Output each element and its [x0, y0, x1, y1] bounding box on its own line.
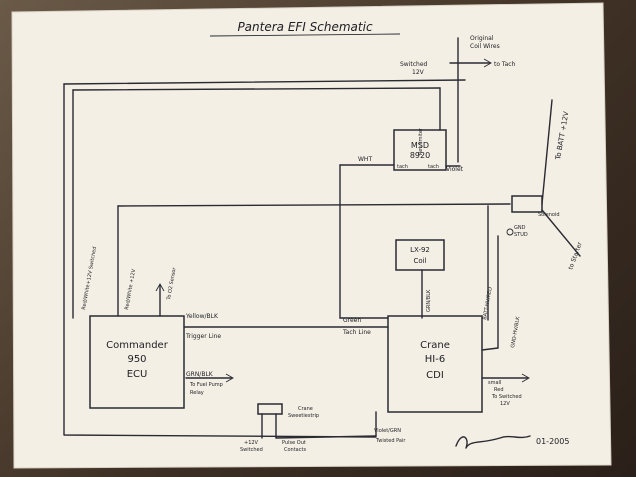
ecu-label-2: 950: [127, 354, 146, 365]
label-wht: WHT: [358, 156, 372, 163]
coil-box: [395, 239, 445, 271]
label-grn-blk-coil: GRN/BLK: [426, 289, 432, 312]
paper-sheet: [11, 2, 612, 469]
strip-label-1: Crane: [298, 406, 313, 412]
title-underline: [209, 33, 401, 37]
label-to-fuel: To Fuel Pump: [189, 382, 223, 388]
cdi-label-2: HI-6: [425, 354, 445, 365]
solenoid-label: Solenoid: [538, 212, 560, 218]
label-to-o2: To O2 Sensor: [166, 266, 178, 301]
fuel-arrow-icon: [225, 373, 234, 383]
label-trigger: Trigger Line: [185, 333, 221, 340]
gnd-stud-label: GND: [514, 225, 526, 231]
coil-label-1: LX-92: [410, 246, 430, 254]
msd-top-label: Rev limiter: [418, 127, 424, 155]
wire-gnd-hv-cdi: [481, 347, 499, 351]
cdi-box: [387, 315, 483, 413]
wire-to-batt: [541, 99, 553, 205]
label-to-tach: to Tach: [494, 61, 516, 68]
cdi-label-3: CDI: [426, 370, 444, 381]
wire-switched-12v-top: [63, 79, 466, 85]
small-red-arrow-icon: [521, 373, 530, 383]
label-switched-strip: Switched: [240, 447, 263, 453]
msd-left-label: tach: [397, 164, 408, 170]
solenoid-box: [511, 195, 543, 213]
signature-date: 01-2005: [536, 437, 569, 446]
ecu-box: [89, 315, 185, 409]
msd-label-2: 8920: [410, 151, 430, 160]
label-batt-hv: BATT-HV/RED: [482, 286, 494, 320]
tach-arrow-icon: [483, 58, 492, 68]
label-small: small: [488, 380, 501, 386]
cdi-label-1: Crane: [420, 340, 450, 351]
strip-box: [257, 403, 283, 415]
msd-label-1: MSD: [411, 141, 429, 150]
label-red: Red: [494, 387, 504, 393]
gnd-stud-icon: [506, 228, 514, 236]
msd-box: [393, 129, 447, 171]
label-tach-line: Tach Line: [342, 329, 371, 336]
wire-switched-12v-outer: [63, 83, 377, 438]
label-coil-wires: Coil Wires: [470, 43, 500, 50]
label-gnd-hv: GND-HV/BLK: [510, 315, 522, 348]
label-pulse: Pulse Out: [282, 440, 306, 446]
label-yellow-blk: Yellow/BLK: [185, 313, 219, 320]
label-relay: Relay: [190, 390, 204, 396]
label-violet-grn: Violet/GRN: [374, 428, 401, 434]
ecu-label-3: ECU: [127, 369, 148, 380]
wire-batt-bus: [117, 203, 511, 207]
label-twisted: Twisted Pair: [375, 438, 406, 444]
wire-red-white-top: [72, 87, 441, 91]
page-title: Pantera EFI Schematic: [237, 20, 373, 34]
o2-arrow-icon: [155, 283, 165, 292]
ecu-label-1: Commander: [106, 340, 169, 351]
label-grn-blk: GRN/BLK: [186, 371, 214, 378]
label-original: Original: [470, 35, 494, 42]
label-contacts: Contacts: [284, 447, 306, 453]
gnd-stud-label-2: STUD: [514, 232, 528, 238]
label-12v-small: 12V: [500, 401, 510, 407]
strip-label-2: Sweetiestrip: [288, 413, 319, 419]
signature-scrawl: [455, 435, 531, 449]
coil-label-2: Coil: [413, 257, 426, 265]
label-12v: 12V: [412, 69, 425, 76]
wire-twisted-pair: [275, 435, 377, 439]
wire-to-starter: [541, 209, 581, 257]
label-violet: Violet: [446, 166, 464, 173]
msd-right-label: tach: [428, 164, 439, 170]
label-green: Green: [343, 317, 361, 324]
label-to-switched: To Switched: [491, 394, 522, 400]
label-12v-strip: +12V: [244, 440, 259, 446]
label-switched: Switched: [400, 61, 428, 68]
